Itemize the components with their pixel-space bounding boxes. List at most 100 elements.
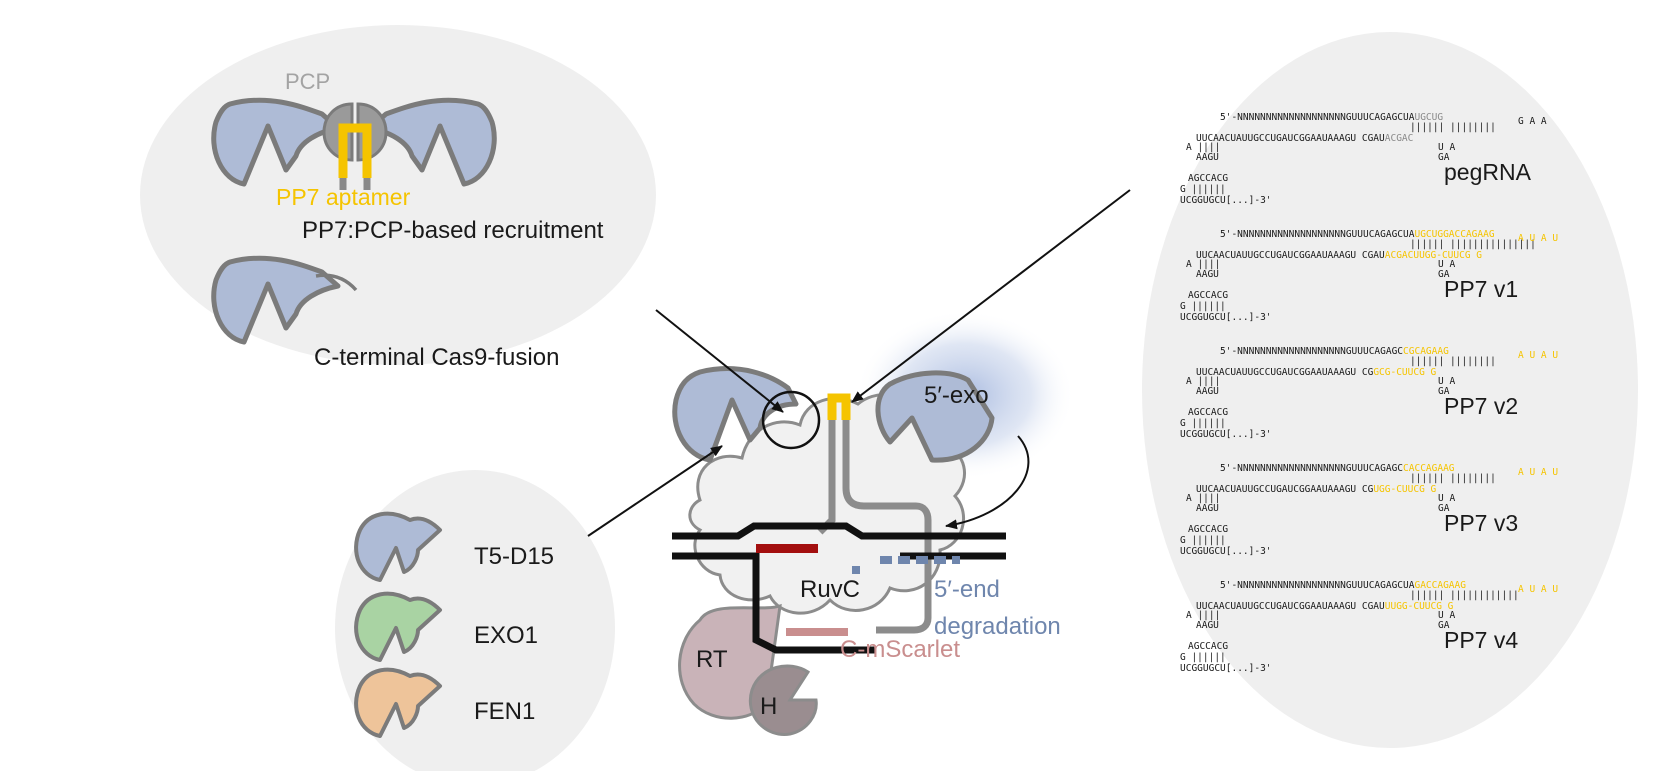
pp7-pcp-recruitment-icon (211, 97, 497, 190)
sequence-line: 5'-NNNNNNNNNNNNNNNNNNNGUUUCAGAGCUAUGCUGG… (1220, 229, 1495, 240)
c-terminal-fusion-label: C-terminal Cas9-fusion (314, 344, 559, 371)
stem-glyph: U A (1438, 259, 1455, 270)
h-domain-icon (748, 664, 818, 736)
exo-label: 5′-exo (924, 382, 989, 409)
sequence-tail: AGCCACG (1188, 290, 1228, 301)
base-pair-line: |||||| |||||||| (1410, 473, 1496, 484)
sequence-tail: UCGGUGCU[...]-3' (1180, 546, 1272, 557)
stem-glyph: GA (1438, 386, 1450, 397)
sequence-segment: UGG-CUUCG G (1373, 484, 1436, 495)
end-degradation-label-2: degradation (934, 613, 1061, 640)
exonuclease-pacman-icon (211, 97, 341, 187)
sequence-segment: ACGACUUGG-CUUCG G (1385, 250, 1483, 261)
pcp-label: PCP (285, 69, 330, 94)
base-pair-line: |||||| |||||||||||| (1410, 590, 1519, 601)
sequence-line: UUCAACUAUUGCCUGAUCGGAAUAAAGU CGAUACGAC (1196, 133, 1413, 144)
sequence-segment: ACGAC (1385, 133, 1414, 144)
sequence-segment: CGCAGAAG (1403, 346, 1449, 357)
stem-glyph: U A (1438, 376, 1455, 387)
sequence-segment: UUCAACUAUUGCCUGAUCGGAAUAAAGU CGAU (1196, 133, 1385, 144)
sequence-segment: UUCAACUAUUGCCUGAUCGGAAUAAAGU CG (1196, 367, 1374, 378)
pegrna-variant-block: 5'-NNNNNNNNNNNNNNNNNNNGUUUCAGAGCUAGACCAG… (1180, 580, 1558, 674)
loop-letters: A U A U (1518, 350, 1558, 361)
variant-name: pegRNA (1444, 159, 1532, 185)
stem-glyph: GA (1438, 152, 1450, 163)
pp7-recruitment-label: PP7:PCP-based recruitment (302, 217, 604, 244)
arrow-pegrna (851, 189, 1131, 403)
stem-glyph: A |||| (1186, 493, 1220, 504)
t5-d15-label: T5-D15 (474, 543, 554, 570)
highlight-circle (761, 390, 821, 450)
fen1-icon (354, 667, 442, 738)
sequence-segment: 5'-NNNNNNNNNNNNNNNNNNNGUUUCAGAGCUA (1220, 580, 1415, 591)
sequence-segment: 5'-NNNNNNNNNNNNNNNNNNNGUUUCAGAGCUA (1220, 112, 1415, 123)
sequence-tail: AAGU (1196, 269, 1219, 280)
loop-letters: A U A U (1518, 584, 1558, 595)
pegrna-variant-block: 5'-NNNNNNNNNNNNNNNNNNNGUUUCAGAGCCGCAGAAG… (1180, 346, 1558, 440)
sequence-segment: 5'-NNNNNNNNNNNNNNNNNNNGUUUCAGAGC (1220, 463, 1403, 474)
sequence-tail: UCGGUGCU[...]-3' (1180, 312, 1272, 323)
sequence-segment: UGCUGGACCAGAAG (1414, 229, 1494, 240)
sequence-line: UUCAACUAUUGCCUGAUCGGAAUAAAGU CGUGG-CUUCG… (1196, 484, 1437, 495)
sequence-tail: UCGGUGCU[...]-3' (1180, 429, 1272, 440)
fen1-label: FEN1 (474, 698, 535, 725)
pp7-aptamer-icon (338, 123, 372, 178)
sequence-segment: 5'-NNNNNNNNNNNNNNNNNNNGUUUCAGAGCUA (1220, 229, 1415, 240)
sequence-segment: UUCAACUAUUGCCUGAUCGGAAUAAAGU CGAU (1196, 250, 1385, 261)
stem-glyph: A |||| (1186, 610, 1220, 621)
mscarlet-label: C-mScarlet (840, 636, 960, 663)
variant-name: PP7 v4 (1444, 627, 1518, 653)
sequence-tail: AGCCACG (1188, 407, 1228, 418)
sequence-tail: AGCCACG (1188, 641, 1228, 652)
arrow-exo-action (945, 435, 1030, 530)
base-pair-line: |||||| ||||||||||||||| (1410, 239, 1536, 250)
stem-glyph: GA (1438, 620, 1450, 631)
loop-letters: G A A (1518, 116, 1547, 127)
c-mscarlet-segment (786, 628, 848, 636)
pegrna-bubble (1142, 32, 1638, 748)
sequence-tail: AAGU (1196, 503, 1219, 514)
sequence-line: 5'-NNNNNNNNNNNNNNNNNNNGUUUCAGAGCCACCAGAA… (1220, 463, 1455, 474)
sequence-segment: GCG-CUUCG G (1373, 367, 1436, 378)
stem-glyph: U A (1438, 493, 1455, 504)
sequence-segment: CACCAGAAG (1403, 463, 1455, 474)
base-pair-line: |||||| |||||||| (1410, 122, 1496, 133)
stem-glyph: U A (1438, 142, 1455, 153)
stem-glyph: G |||||| (1180, 418, 1226, 429)
exonuclease-legend: T5-D15 EXO1 FEN1 (354, 511, 554, 738)
sequence-tail: UCGGUGCU[...]-3' (1180, 663, 1272, 674)
sequence-line: UUCAACUAUUGCCUGAUCGGAAUAAAGU CGGCG-CUUCG… (1196, 367, 1437, 378)
arrow-exonuclease (587, 445, 723, 537)
degradation-dashes (852, 556, 960, 574)
loop-letters: A U A U (1518, 233, 1558, 244)
sequence-tail: AAGU (1196, 620, 1219, 631)
end-degradation-label-1: 5′-end (934, 576, 1000, 603)
sequence-line: 5'-NNNNNNNNNNNNNNNNNNNGUUUCAGAGCUAGACCAG… (1220, 580, 1466, 591)
sequence-tail: AGCCACG (1188, 524, 1228, 535)
stem-glyph: G |||||| (1180, 535, 1226, 546)
sequence-segment: UUCAACUAUUGCCUGAUCGGAAUAAAGU CG (1196, 484, 1374, 495)
edit-template-segment (756, 544, 818, 553)
base-pair-line: |||||| |||||||| (1410, 356, 1496, 367)
recruited-exonuclease-icon (875, 370, 995, 463)
dna-top-strand (672, 522, 1006, 540)
pegrna-variant-block: 5'-NNNNNNNNNNNNNNNNNNNGUUUCAGAGCCACCAGAA… (1180, 463, 1558, 557)
pegrna-variant-block: 5'-NNNNNNNNNNNNNNNNNNNGUUUCAGAGCUAUGCUG|… (1180, 112, 1547, 206)
sequence-tail: AGCCACG (1188, 173, 1228, 184)
sequence-segment: 5'-NNNNNNNNNNNNNNNNNNNGUUUCAGAGC (1220, 346, 1403, 357)
sequence-segment: UUCAACUAUUGCCUGAUCGGAAUAAAGU CGAU (1196, 601, 1385, 612)
pp7-aptamer-label: PP7 aptamer (276, 184, 411, 210)
arrow-recruitment (655, 309, 784, 413)
exo1-icon (354, 591, 442, 662)
sequence-tail: AAGU (1196, 152, 1219, 163)
rt-label: RT (696, 646, 728, 673)
sequence-tail: UCGGUGCU[...]-3' (1180, 195, 1272, 206)
h-label: H (760, 693, 777, 720)
stem-glyph: A |||| (1186, 142, 1220, 153)
stem-glyph: G |||||| (1180, 184, 1226, 195)
stem-glyph: A |||| (1186, 259, 1220, 270)
exo1-label: EXO1 (474, 622, 538, 649)
pegrna-variant-block: 5'-NNNNNNNNNNNNNNNNNNNGUUUCAGAGCUAUGCUGG… (1180, 229, 1558, 323)
exonuclease-pacman-icon (367, 97, 497, 187)
